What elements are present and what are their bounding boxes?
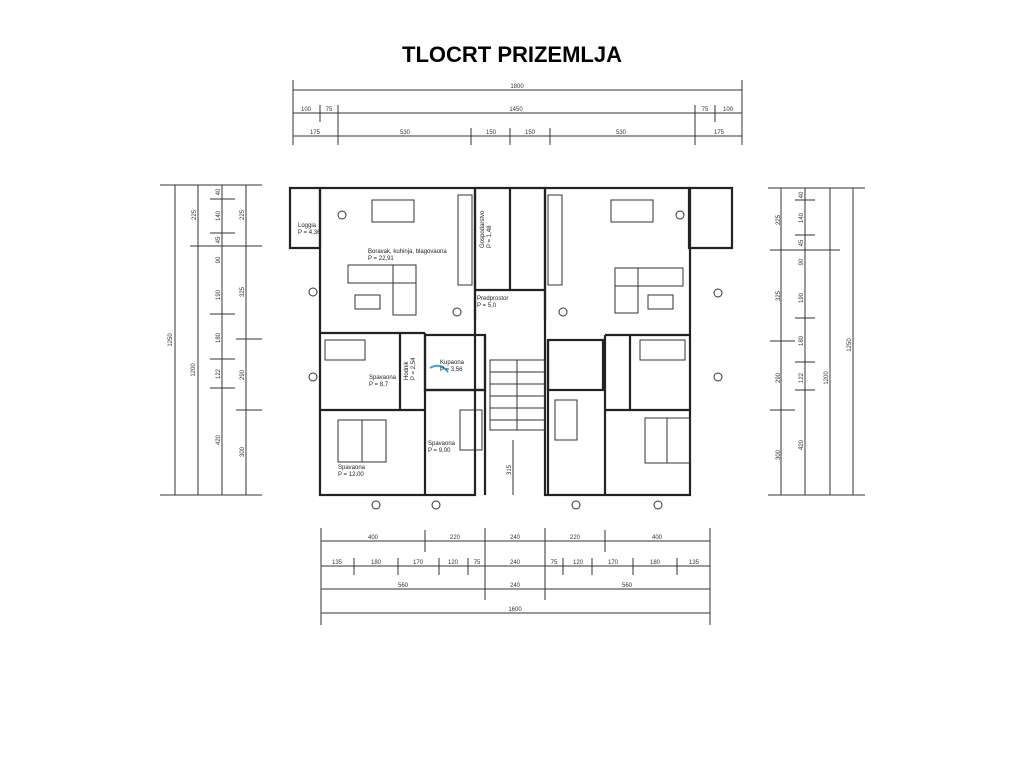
dim-label: 225 — [776, 214, 782, 225]
page-title: TLOCRT PRIZEMLJA — [402, 42, 622, 67]
room-name: Boravak, kuhinja, blagovaona — [368, 249, 447, 255]
room-area: P = 5,0 — [477, 303, 497, 309]
dim-label: 90 — [216, 256, 222, 263]
bottom-dimensions: 400 220 240 220 400 135 180 170 120 75 2… — [320, 528, 711, 625]
dim-label: 290 — [776, 372, 782, 383]
room-area: P = 9,00 — [428, 448, 451, 454]
room-area: P = 1,48 — [487, 225, 493, 248]
dim-label: 400 — [368, 535, 379, 541]
dim-label: 135 — [689, 560, 700, 566]
dim-label: 220 — [450, 535, 461, 541]
dim-label: 100 — [301, 107, 312, 113]
dim-label: 225 — [192, 209, 198, 220]
dim-label: 122 — [799, 372, 805, 383]
dim-label: 140 — [799, 212, 805, 223]
room-name: Spavaona — [428, 441, 456, 447]
dim-label: 225 — [240, 209, 246, 220]
dim-stair: 315 — [507, 464, 513, 475]
dim-label: 1200 — [824, 371, 830, 385]
dim-label: 150 — [525, 130, 536, 136]
room-name: Spavaona — [369, 375, 397, 381]
dim-label: 1250 — [847, 338, 853, 352]
dim-label: 175 — [310, 130, 321, 136]
dim-label: 140 — [216, 210, 222, 221]
room-labels: Loggia P = 4,36 Boravak, kuhinja, blagov… — [298, 210, 513, 478]
dim-label: 75 — [474, 560, 481, 566]
room-name: Predprostor — [477, 296, 508, 302]
dim-label: 135 — [332, 560, 343, 566]
room-area: P = 2,54 — [411, 357, 417, 380]
dim-label: 122 — [216, 368, 222, 379]
dim-label: 90 — [799, 258, 805, 265]
dim-label: 40 — [216, 188, 222, 195]
dim-label: 150 — [486, 130, 497, 136]
dim-label: 45 — [216, 236, 222, 243]
dim-label: 420 — [799, 439, 805, 450]
dim-label: 530 — [616, 130, 627, 136]
dim-label: 45 — [799, 239, 805, 246]
building-walls — [288, 186, 734, 510]
room-name: Kupaona — [440, 360, 465, 366]
dim-label: 180 — [650, 560, 661, 566]
room-area: P = 12,00 — [338, 472, 364, 478]
room-area: P = 4,36 — [298, 230, 321, 236]
dim-label: 180 — [216, 332, 222, 343]
dim-label: 180 — [799, 335, 805, 346]
dim-label: 560 — [398, 583, 409, 589]
room-area: P = 8,7 — [369, 382, 389, 388]
dim-label: 420 — [216, 434, 222, 445]
dim-label: 300 — [776, 449, 782, 460]
dim-label: 75 — [326, 107, 333, 113]
left-dimensions: 1250 1200 225 40 140 45 90 190 180 122 4… — [160, 184, 262, 496]
room-name: Spavaona — [338, 465, 366, 471]
room-name: Loggia — [298, 223, 317, 229]
room-area: P = 3,56 — [440, 367, 463, 373]
room-area: P = 22,91 — [368, 256, 394, 262]
dim-label: 220 — [570, 535, 581, 541]
dim-label: 400 — [652, 535, 663, 541]
room-name: Hodnik — [404, 360, 410, 380]
dim-label: 75 — [702, 107, 709, 113]
room-name: Gospodarstvo — [480, 210, 486, 248]
dim-label: 190 — [799, 292, 805, 303]
dim-label: 560 — [622, 583, 633, 589]
dim-top-total: 1800 — [510, 84, 524, 90]
dim-label: 175 — [714, 130, 725, 136]
dim-label: 240 — [510, 583, 521, 589]
dim-label: 1200 — [191, 363, 197, 377]
dim-label: 1450 — [509, 107, 523, 113]
dim-label: 120 — [573, 560, 584, 566]
dim-label: 530 — [400, 130, 411, 136]
dim-label: 170 — [413, 560, 424, 566]
dim-label: 1600 — [508, 607, 522, 613]
dim-label: 40 — [799, 191, 805, 198]
dim-label: 190 — [216, 289, 222, 300]
dim-label: 1250 — [168, 333, 174, 347]
dim-label: 290 — [240, 369, 246, 380]
dim-label: 240 — [510, 535, 521, 541]
dim-label: 120 — [448, 560, 459, 566]
dim-label: 240 — [510, 560, 521, 566]
dim-label: 75 — [551, 560, 558, 566]
dim-label: 180 — [371, 560, 382, 566]
dim-label: 300 — [240, 446, 246, 457]
top-dimensions: 1800 100 75 1450 75 100 175 530 150 150 … — [292, 80, 743, 145]
dim-label: 325 — [240, 286, 246, 297]
dim-label: 170 — [608, 560, 619, 566]
dim-label: 325 — [776, 290, 782, 301]
dim-label: 100 — [723, 107, 734, 113]
right-dimensions: 225 325 290 300 40 140 45 90 190 180 122… — [768, 187, 865, 496]
